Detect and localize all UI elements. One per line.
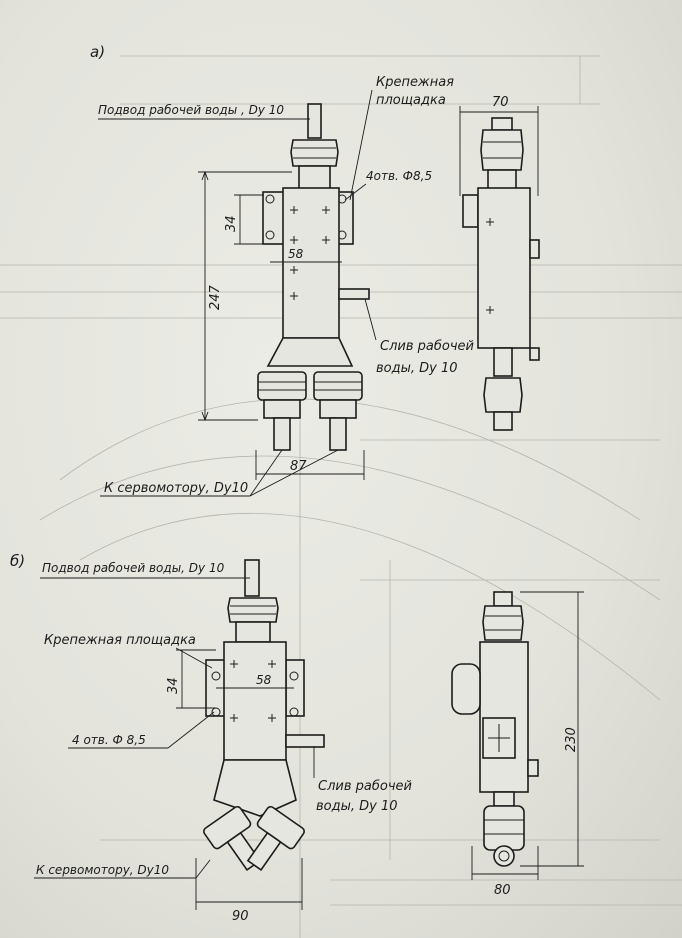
label-b-servo: К сервомотору, Dy10 (36, 863, 169, 877)
label-b-holes: 4 отв. Ф 8,5 (72, 733, 146, 747)
dim-b-height: 230 (564, 727, 579, 752)
figure-a: а) (90, 43, 540, 497)
figure-a-dimensions: 247 34 58 87 70 (198, 95, 539, 480)
label-a-platform: Крепежная (376, 75, 454, 90)
dim-a-height: 247 (208, 284, 223, 310)
label-a-drain-1: Слив рабочей (380, 339, 474, 354)
figure-b-dimensions: 34 58 90 230 80 (166, 591, 584, 924)
label-b-platform: Крепежная площадка (44, 633, 196, 648)
label-a-servo: К сервомотору, Dy10 (104, 481, 248, 496)
figure-b-front-view (203, 559, 325, 872)
figure-a-side-view (462, 117, 540, 431)
figure-b-label: б) (10, 552, 25, 570)
label-b-drain-1: Слив рабочей (318, 779, 412, 794)
label-a-inlet: Подвод рабочей воды , Dy 10 (98, 103, 284, 117)
label-b-drain-2: воды, Dy 10 (316, 799, 398, 814)
figure-b-side-view (451, 591, 539, 867)
dim-b-90: 90 (232, 909, 249, 924)
figure-a-label: а) (90, 43, 105, 61)
dim-a-side: 70 (492, 95, 509, 110)
figure-a-front-view (257, 103, 370, 451)
dim-b-side: 80 (494, 883, 511, 898)
dim-b-58: 58 (256, 673, 272, 687)
figure-b-callouts: Подвод рабочей воды, Dy 10 Крепежная пло… (34, 561, 412, 879)
label-b-inlet: Подвод рабочей воды, Dy 10 (42, 561, 225, 575)
dim-b-34: 34 (166, 677, 181, 694)
dim-a-87: 87 (290, 459, 307, 474)
label-a-holes: 4отв. Ф8,5 (366, 169, 432, 183)
figure-a-callouts: Подвод рабочей воды , Dy 10 Крепежная пл… (98, 75, 474, 497)
figure-b: б) (10, 552, 584, 924)
label-a-drain-2: воды, Dy 10 (376, 361, 458, 376)
dim-a-34: 34 (224, 215, 239, 232)
label-a-platform-2: площадка (376, 93, 446, 108)
dim-a-58: 58 (288, 247, 304, 261)
